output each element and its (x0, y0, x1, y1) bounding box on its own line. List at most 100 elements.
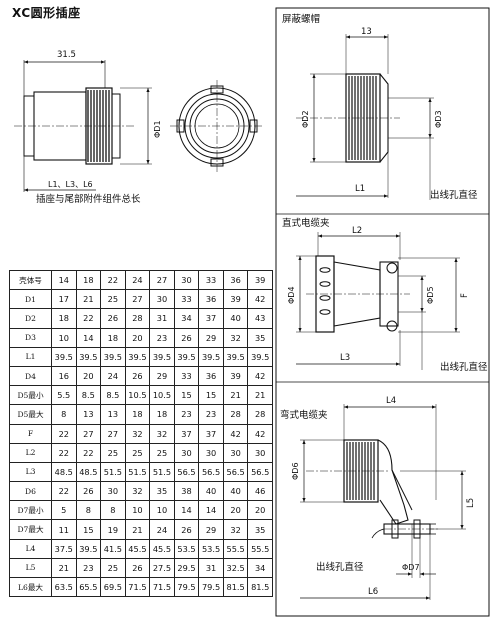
table-cell: 35 (247, 519, 273, 540)
table-cell: 39.5 (75, 538, 102, 559)
table-cell: 15 (75, 519, 102, 540)
table-cell: 81.5 (222, 576, 249, 598)
table-cell: 42 (247, 289, 273, 310)
table-cell: 20 (247, 500, 273, 521)
table-cell: 18 (100, 327, 126, 348)
table-cell: 18 (51, 308, 77, 329)
right-panel-frame (275, 7, 490, 617)
table-cell: 27 (75, 423, 102, 444)
table-cell: 37 (173, 423, 200, 444)
table-cell: 22 (75, 308, 102, 329)
table-cell: 56.5 (247, 461, 273, 483)
table-cell: 20 (124, 327, 151, 348)
table-cell: 19 (100, 519, 126, 540)
dim-d1: ΦD1 (153, 120, 162, 138)
table-cell: 81.5 (247, 576, 273, 598)
table-cell: 10 (124, 500, 151, 521)
table-cell: 21 (247, 385, 273, 406)
table-cell: 30 (222, 442, 249, 463)
table-cell: 79.5 (173, 576, 200, 598)
table-cell: 39.5 (124, 346, 151, 367)
straight-clamp-title: 直式电缆夹 (282, 217, 330, 229)
table-cell: 42 (222, 423, 249, 444)
straight-clamp-dim-d5: ΦD5 (426, 286, 435, 304)
table-cell: 22 (51, 481, 77, 502)
straight-clamp-drawing (296, 232, 460, 370)
table-cell: 20 (75, 365, 102, 387)
page-title: XC圆形插座 (12, 6, 81, 20)
table-cell: 79.5 (198, 576, 224, 598)
table-cell: 53.5 (198, 538, 224, 559)
table-cell: 26 (173, 327, 200, 348)
bent-clamp-dim-d6: ΦD6 (291, 462, 300, 480)
table-cell: 71.5 (124, 576, 151, 598)
table-cell: 39 (222, 289, 249, 310)
row-label: D2 (9, 308, 52, 329)
table-cell: 10.5 (124, 385, 151, 406)
table-cell: 37 (198, 308, 224, 329)
table-cell: 42 (247, 423, 273, 444)
shield-cap-dim-d3: ΦD3 (434, 110, 443, 128)
table-cell: 25 (149, 442, 175, 463)
table-cell: 15 (198, 385, 224, 406)
table-cell: 23 (198, 404, 224, 425)
table-cell: 11 (51, 519, 77, 540)
table-cell: 30 (173, 269, 200, 291)
table-cell: 40 (222, 308, 249, 329)
table-cell: 26 (173, 519, 200, 540)
table-cell: 29 (198, 327, 224, 348)
table-cell: 8 (51, 404, 77, 425)
table-cell: 21 (124, 519, 151, 540)
row-label: L1 (9, 346, 52, 367)
straight-clamp-dim-l2: L2 (352, 226, 362, 236)
table-cell: 32 (124, 423, 151, 444)
table-cell: 37 (198, 423, 224, 444)
row-label: D1 (9, 289, 52, 310)
table-cell: 29 (149, 365, 175, 387)
table-cell: 27.5 (149, 557, 175, 579)
straight-clamp-hole-label: 出线孔直径 (440, 361, 488, 373)
table-cell: 55.5 (222, 538, 249, 559)
table-cell: 25 (100, 442, 126, 463)
table-cell: 53.5 (173, 538, 200, 559)
table-cell: 30 (100, 481, 126, 502)
table-cell: 14 (75, 327, 102, 348)
table-cell: 18 (124, 404, 151, 425)
table-cell: 27 (100, 423, 126, 444)
table-cell: 63.5 (51, 576, 77, 598)
table-cell: 14 (173, 500, 200, 521)
table-cell: 30 (247, 442, 273, 463)
table-cell: 48.5 (75, 461, 102, 483)
table-cell: 10 (51, 327, 77, 348)
shield-cap-drawing (296, 34, 434, 200)
table-cell: 40 (222, 481, 249, 502)
table-cell: 13 (75, 404, 102, 425)
table-cell: 20 (222, 500, 249, 521)
table-cell: 17 (51, 289, 77, 310)
table-cell: 43 (247, 308, 273, 329)
table-cell: 40 (198, 481, 224, 502)
bent-clamp-dim-l6: L6 (368, 587, 378, 597)
table-cell: 45.5 (149, 538, 175, 559)
table-cell: 21 (222, 385, 249, 406)
bent-clamp-dim-l5: L5 (466, 498, 476, 508)
table-cell: 26 (124, 557, 151, 579)
table-cell: 36 (222, 269, 249, 291)
table-cell: 27 (124, 289, 151, 310)
table-cell: 28 (124, 308, 151, 329)
table-cell: 8.5 (75, 385, 102, 406)
